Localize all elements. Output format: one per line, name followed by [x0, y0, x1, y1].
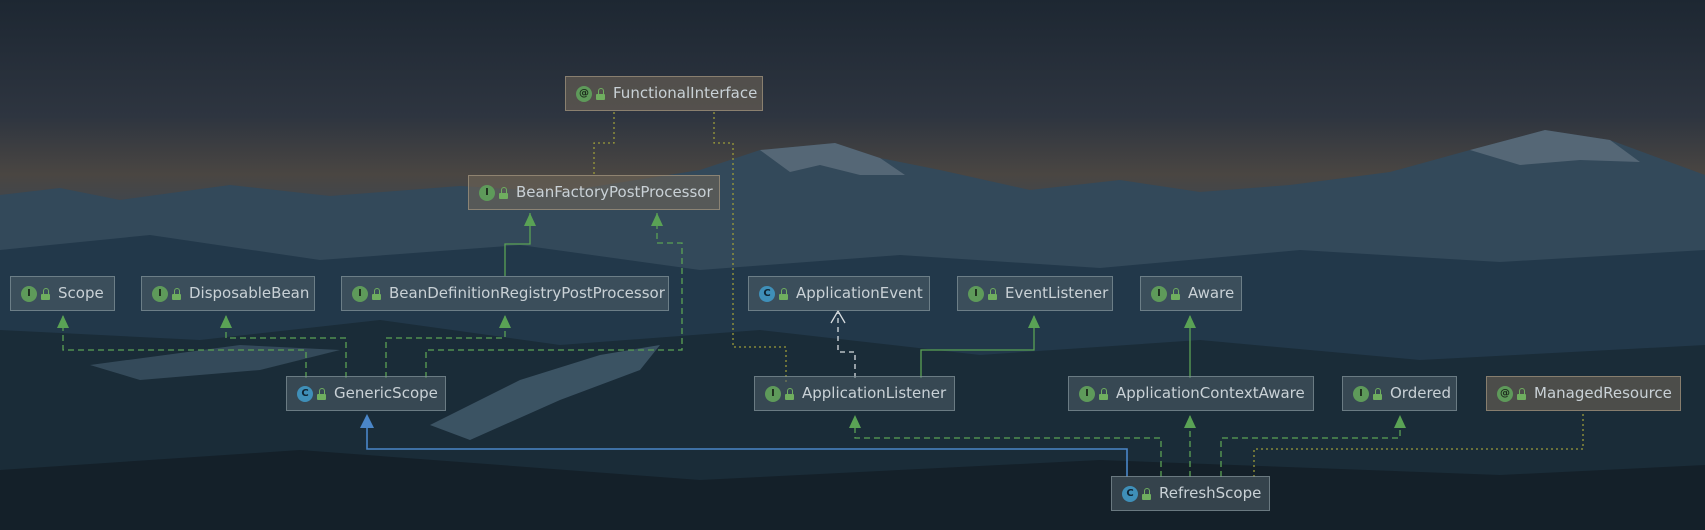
node-application-listener[interactable]: I ApplicationListener [754, 376, 955, 411]
node-label: ManagedResource [1534, 384, 1672, 402]
interface-icon: I [479, 184, 495, 201]
edge-refresh-ordered [1220, 416, 1401, 477]
class-icon: C [759, 285, 775, 302]
public-lock-icon [1517, 387, 1526, 400]
node-functional-interface[interactable]: @ FunctionalInterface [565, 76, 763, 111]
node-event-listener[interactable]: I EventListener [957, 276, 1113, 311]
node-refresh-scope[interactable]: C RefreshScope [1111, 476, 1270, 511]
public-lock-icon [779, 287, 788, 300]
node-managed-resource[interactable]: @ ManagedResource [1486, 376, 1681, 411]
interface-icon: I [352, 285, 368, 302]
edge-listener-functional [713, 112, 787, 384]
node-label: Scope [58, 284, 104, 302]
node-bean-definition-registry-post-processor[interactable]: I BeanDefinitionRegistryPostProcessor [341, 276, 669, 311]
node-label: ApplicationListener [802, 384, 947, 402]
node-application-event[interactable]: C ApplicationEvent [748, 276, 930, 311]
annotation-icon: @ [576, 85, 592, 102]
node-label: BeanFactoryPostProcessor [516, 183, 713, 201]
node-application-context-aware[interactable]: I ApplicationContextAware [1068, 376, 1314, 411]
node-label: Ordered [1390, 384, 1452, 402]
node-label: DisposableBean [189, 284, 310, 302]
node-label: ApplicationEvent [796, 284, 923, 302]
interface-icon: I [1353, 385, 1369, 402]
edge-listener-event [837, 313, 856, 378]
public-lock-icon [596, 87, 605, 100]
node-label: GenericScope [334, 384, 438, 402]
edge-listener-eventlistener [920, 316, 1035, 378]
node-label: RefreshScope [1159, 484, 1262, 502]
public-lock-icon [499, 186, 508, 199]
node-bean-factory-post-processor[interactable]: I BeanFactoryPostProcessor [468, 175, 720, 210]
public-lock-icon [988, 287, 997, 300]
interface-icon: I [1079, 385, 1095, 402]
node-label: ApplicationContextAware [1116, 384, 1305, 402]
node-scope[interactable]: I Scope [10, 276, 115, 311]
interface-icon: I [21, 285, 37, 302]
public-lock-icon [785, 387, 794, 400]
public-lock-icon [1142, 487, 1151, 500]
class-icon: C [297, 385, 313, 402]
node-aware[interactable]: I Aware [1140, 276, 1242, 311]
node-generic-scope[interactable]: C GenericScope [286, 376, 446, 411]
public-lock-icon [172, 287, 181, 300]
node-label: EventListener [1005, 284, 1109, 302]
public-lock-icon [1099, 387, 1108, 400]
edge-genericscope-bdrpp [385, 316, 506, 378]
node-label: BeanDefinitionRegistryPostProcessor [389, 284, 665, 302]
interface-icon: I [152, 285, 168, 302]
edge-bdrpp-bfpp [504, 213, 531, 276]
public-lock-icon [317, 387, 326, 400]
edge-genericscope-disposable [225, 316, 347, 378]
edge-genericscope-scope [62, 316, 307, 378]
interface-icon: I [1151, 285, 1167, 302]
node-label: FunctionalInterface [613, 84, 758, 102]
public-lock-icon [372, 287, 381, 300]
node-disposable-bean[interactable]: I DisposableBean [141, 276, 315, 311]
edge-refresh-genericscope [366, 416, 1128, 477]
class-icon: C [1122, 485, 1138, 502]
edge-genericscope-bfpp [425, 213, 683, 378]
edge-refresh-listener [854, 416, 1162, 477]
edge-bfpp-functional [593, 112, 615, 175]
public-lock-icon [1373, 387, 1382, 400]
interface-icon: I [765, 385, 781, 402]
annotation-icon: @ [1497, 385, 1513, 402]
node-label: Aware [1188, 284, 1235, 302]
public-lock-icon [41, 287, 50, 300]
public-lock-icon [1171, 287, 1180, 300]
interface-icon: I [968, 285, 984, 302]
edge-refresh-managed [1253, 412, 1584, 477]
node-ordered[interactable]: I Ordered [1342, 376, 1457, 411]
